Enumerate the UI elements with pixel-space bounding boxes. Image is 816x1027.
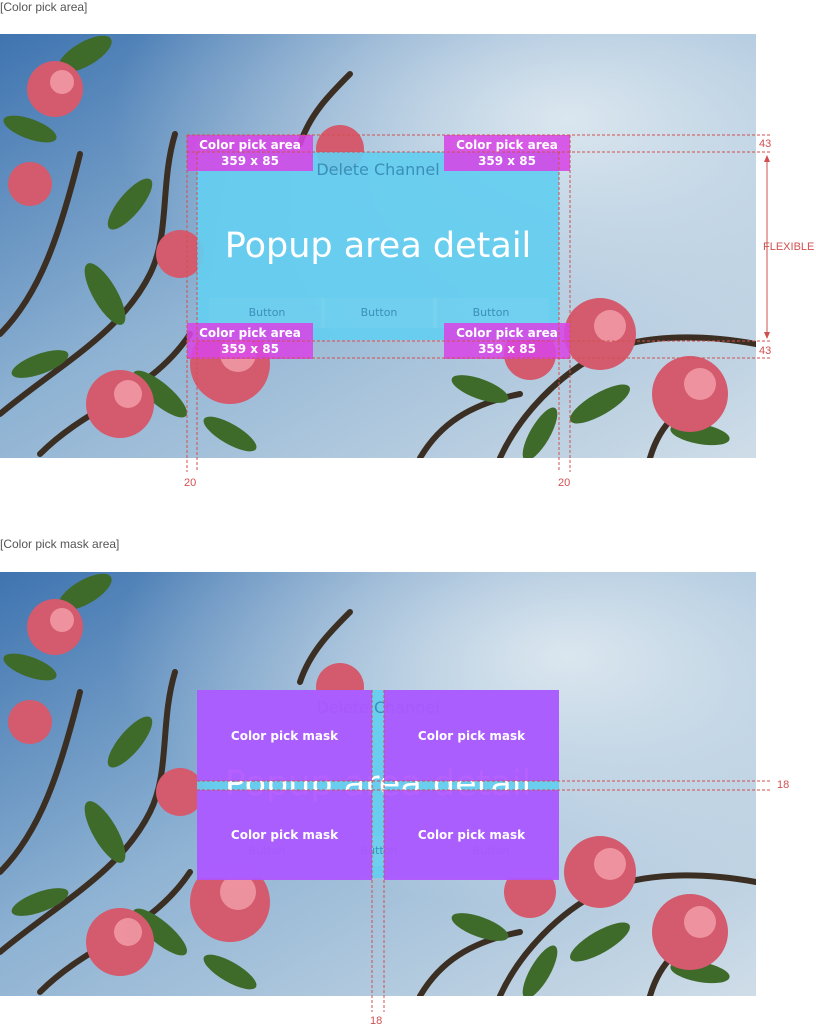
dim-right-margin: 20: [558, 477, 571, 489]
dim-top-height: 43: [759, 138, 772, 150]
color-pick-area-top-right: Color pick area 359 x 85: [444, 135, 570, 171]
pick-area-size: 359 x 85: [478, 154, 536, 168]
pick-area-label: Color pick area: [199, 138, 301, 152]
color-pick-area-top-left: Color pick area 359 x 85: [187, 135, 313, 171]
pick-area-size: 359 x 85: [221, 342, 279, 356]
dim-bottom-height: 43: [759, 345, 772, 357]
color-pick-area-bottom-right: Color pick area 359 x 85: [444, 323, 570, 359]
pick-area-size: 359 x 85: [478, 342, 536, 356]
popup-button-2[interactable]: Button: [321, 298, 437, 328]
popup-detail: Popup area detail: [224, 226, 532, 266]
dim-mask-gap-vertical: 18: [370, 1015, 383, 1027]
pick-area-size: 359 x 85: [221, 154, 279, 168]
dim-flexible: FLEXIBLE: [763, 241, 815, 253]
section-title-color-pick-mask-area: [Color pick mask area]: [0, 537, 120, 551]
pick-area-label: Color pick area: [199, 326, 301, 340]
color-pick-area-bottom-left: Color pick area 359 x 85: [187, 323, 313, 359]
background-photo-2: [0, 572, 756, 996]
mask-label: Color pick mask: [230, 729, 339, 743]
dim-left-margin: 20: [184, 477, 197, 489]
popup-title: Delete Channel: [316, 160, 440, 179]
color-pick-mask-top-left: Color pick mask: [197, 690, 372, 781]
mask-label: Color pick mask: [417, 828, 526, 842]
mask-label: Color pick mask: [417, 729, 526, 743]
section-title-color-pick-area: [Color pick area]: [0, 0, 88, 14]
color-pick-mask-bottom-left: Color pick mask: [197, 790, 372, 880]
pick-area-label: Color pick area: [456, 138, 558, 152]
color-pick-mask-top-right: Color pick mask: [384, 690, 559, 781]
mask-label: Color pick mask: [230, 828, 339, 842]
pick-area-label: Color pick area: [456, 326, 558, 340]
dim-mask-gap-horizontal: 18: [777, 779, 790, 791]
color-pick-mask-bottom-right: Color pick mask: [384, 790, 559, 880]
flower-photo: [0, 572, 756, 996]
popup: Delete Channel Popup area detail Button …: [197, 152, 559, 340]
